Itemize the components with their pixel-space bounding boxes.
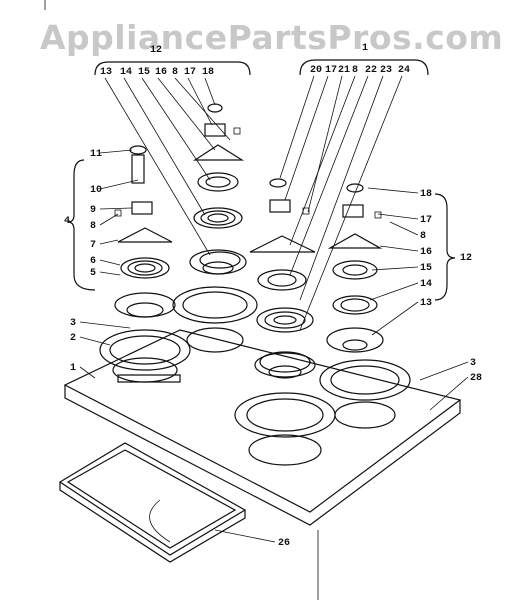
- callout-right-20: 20: [310, 65, 322, 76]
- trim-ring-right-back-inner: [330, 365, 400, 395]
- drip-pan-right-back-center: [342, 339, 368, 351]
- trim-ring-left-front-inner: [109, 335, 181, 365]
- trim-ring-left-front: [99, 329, 191, 371]
- callout-right-21: 21: [338, 65, 350, 76]
- callout-left-16: 16: [155, 67, 167, 78]
- trim-ring-right-front: [234, 392, 336, 438]
- callout-left-13: 13: [100, 67, 112, 78]
- callout-18-right: 18: [420, 189, 432, 200]
- cutout-right-back: [334, 401, 396, 429]
- callout-16-right: 16: [420, 247, 432, 258]
- bottom-tray-curve: [149, 499, 171, 543]
- callout-7: 7: [90, 240, 96, 251]
- callout-right-group: 1: [362, 43, 368, 54]
- bowl-right-front-rim: [259, 351, 311, 373]
- bottom-tray: [58, 442, 247, 556]
- callout-1: 1: [70, 363, 76, 374]
- leader-26: [214, 529, 276, 543]
- right-group-bracket: [434, 193, 456, 301]
- callout-6: 6: [90, 256, 96, 267]
- leaders-top-right: [279, 75, 403, 331]
- bottom-tray-inner: [66, 449, 237, 549]
- cutout-left-back: [186, 327, 244, 353]
- left-group-brace: [94, 61, 251, 76]
- cooktop-panel-edge: [64, 385, 461, 526]
- trim-ring-left-back-inner: [182, 291, 248, 319]
- callout-10: 10: [90, 185, 102, 196]
- coil-elements: [120, 172, 378, 333]
- callout-5: 5: [90, 268, 96, 279]
- callout-2: 2: [70, 333, 76, 344]
- drip-pan-left-back-center: [202, 261, 234, 275]
- callout-left-8: 8: [172, 67, 178, 78]
- trim-ring-right-front-inner: [246, 398, 324, 432]
- leaders-left: [79, 149, 139, 379]
- trim-ring-left-back: [172, 286, 258, 324]
- callout-9: 9: [90, 205, 96, 216]
- callout-left-17: 17: [184, 67, 196, 78]
- bowl-left-back-rim: [199, 251, 241, 269]
- callout-right-24: 24: [398, 65, 410, 76]
- callout-17-right: 17: [420, 215, 432, 226]
- leaders-right: [367, 187, 469, 411]
- right-group-brace: [299, 59, 429, 76]
- callout-11: 11: [90, 149, 102, 160]
- callout-4: 4: [64, 216, 70, 227]
- callout-left-14: 14: [120, 67, 132, 78]
- trim-ring-right-back: [319, 359, 411, 401]
- callout-26: 26: [278, 538, 290, 549]
- drip-pan-right-back: [326, 327, 384, 353]
- watermark-text: AppliancePartsPros.com: [40, 18, 504, 57]
- callout-3-left: 3: [70, 318, 76, 329]
- callout-8: 8: [90, 221, 96, 232]
- drip-pan-right-front-center: [268, 365, 302, 379]
- callout-15-right: 15: [420, 263, 432, 274]
- drip-pan-left: [114, 292, 176, 318]
- lower-support-bracket: [117, 374, 181, 383]
- callout-right-17: 17: [325, 65, 337, 76]
- callout-14-right: 14: [420, 279, 432, 290]
- leaders-top-left: [104, 77, 231, 256]
- callout-right-8: 8: [352, 65, 358, 76]
- callout-right-23: 23: [380, 65, 392, 76]
- drip-pan-right-front: [254, 352, 316, 378]
- terminals: [129, 103, 364, 193]
- callout-left-15: 15: [138, 67, 150, 78]
- callout-13-right: 13: [420, 298, 432, 309]
- drip-pan-left-center: [126, 302, 164, 318]
- element-supports: [117, 144, 383, 253]
- callout-28: 28: [470, 373, 482, 384]
- bottom-tray-side: [59, 482, 246, 563]
- callout-right-22: 22: [365, 65, 377, 76]
- callout-left-18: 18: [202, 67, 214, 78]
- receptacle-blocks: [114, 123, 382, 219]
- callout-3-right: 3: [470, 358, 476, 369]
- callout-left-group: 12: [150, 45, 162, 56]
- callout-12-right: 12: [460, 253, 472, 264]
- left-group-bracket: [67, 159, 96, 291]
- callout-8-right: 8: [420, 231, 426, 242]
- cutout-right-front: [248, 434, 322, 466]
